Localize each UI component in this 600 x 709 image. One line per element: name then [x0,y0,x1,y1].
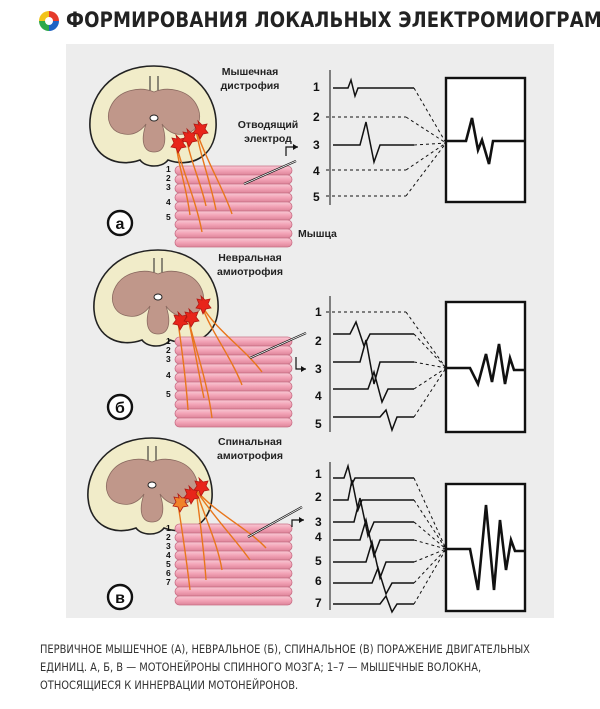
condition-label-c-2: амиотрофия [217,450,283,462]
fiber-number-c-6: 6 [166,568,171,578]
trace-number-c-2: 2 [315,490,322,504]
panel-letter-b: б [115,400,125,417]
motor-neurons-b [172,294,212,331]
caption-line-1: ПЕРВИЧНОЕ МЫШЕЧНОЕ (А), НЕВРАЛЬНОЕ (Б), … [40,642,530,656]
trace-number-c-7: 7 [315,596,322,610]
panel-a: Мышечная дистрофия Отводящий электрод 1 … [89,65,527,248]
condition-label-a-2: дистрофия [221,80,280,92]
summary-emg-trace-a [446,117,525,165]
fiber-number-b-1: 1 [166,336,171,346]
trace-number-c-1: 1 [315,467,322,481]
condition-label-b-2: амиотрофия [217,266,283,278]
summary-emg-trace-b [446,343,525,388]
trace-number-c-5: 5 [315,554,322,568]
fiber-number-c-1: 1 [166,523,171,533]
fiber-number-b-5: 5 [166,389,171,399]
caption-line-3: ОТНОСЯЩИЕСЯ К ИННЕРВАЦИИ МОТОНЕЙРОНОВ. [40,678,299,692]
fiber-number-c-7: 7 [166,577,171,587]
trace-number-a-2: 2 [313,110,320,124]
summary-emg-trace-c [446,504,525,591]
fiber-number-a-2: 2 [166,173,171,183]
trace-number-a-1: 1 [313,80,320,94]
fiber-number-b-4: 4 [166,370,171,380]
trace-number-c-6: 6 [315,574,322,588]
muscle-fibers-b [174,336,293,428]
fiber-number-c-4: 4 [166,550,171,560]
panel-letter-c: в [115,590,125,607]
emg-figure: Мышечная дистрофия Отводящий электрод 1 … [87,65,527,614]
panel-c: Спинальная амиотрофия 1 2 3 4 5 6 7 [87,436,527,614]
trace-number-b-4: 4 [315,389,322,403]
axons-b [177,305,263,419]
trace-number-b-5: 5 [315,417,322,431]
emg-traces-c [333,463,414,614]
fiber-number-c-2: 2 [166,532,171,542]
motor-neurons-a [170,119,209,154]
spinal-cord-b [93,249,219,347]
trace-number-b-1: 1 [315,305,322,319]
panel-letter-a: а [116,216,125,233]
muscle-fibers-a [174,165,293,248]
trace-number-a-4: 4 [313,164,320,178]
emg-traces-a [333,77,414,165]
trace-number-a-5: 5 [313,190,320,204]
muscle-label: Мышца [298,228,337,240]
logo-icon [39,11,59,31]
trace-number-a-3: 3 [313,138,320,152]
motor-neurons-c [172,476,210,513]
condition-label-b-1: Невральная [218,252,282,264]
axons-c [177,489,267,591]
page-title: ФОРМИРОВАНИЯ ЛОКАЛЬНЫХ ЭЛЕКТРОМИОГРАММ [66,8,600,32]
figure-caption: ПЕРВИЧНОЕ МЫШЕЧНОЕ (А), НЕВРАЛЬНОЕ (Б), … [40,640,530,694]
electrode-label-2: электрод [244,133,292,145]
condition-label-c-1: Спинальная [218,436,282,448]
fiber-number-a-3: 3 [166,182,171,192]
fiber-number-a-4: 4 [166,197,171,207]
panel-b: Невральная амиотрофия 1 2 3 4 5 [93,249,527,434]
fiber-number-c-5: 5 [166,559,171,569]
muscle-fibers-c [174,523,293,606]
emg-traces-b [333,320,414,433]
caption-line-2: ЕДИНИЦ. А, Б, В — МОТОНЕЙРОНЫ СПИННОГО М… [40,660,482,674]
header: ФОРМИРОВАНИЯ ЛОКАЛЬНЫХ ЭЛЕКТРОМИОГРАММ [0,0,600,44]
fiber-number-b-3: 3 [166,354,171,364]
fiber-number-a-5: 5 [166,212,171,222]
electrode-label-1: Отводящий [238,119,298,131]
condition-label-a-1: Мышечная [222,66,278,78]
trace-number-b-3: 3 [315,362,322,376]
fiber-number-a-1: 1 [166,164,171,174]
trace-number-b-2: 2 [315,334,322,348]
trace-number-c-3: 3 [315,515,322,529]
spinal-cord-a [89,65,217,167]
spinal-cord-c [87,437,213,535]
trace-number-c-4: 4 [315,530,322,544]
fiber-number-b-2: 2 [166,345,171,355]
fiber-number-c-3: 3 [166,541,171,551]
